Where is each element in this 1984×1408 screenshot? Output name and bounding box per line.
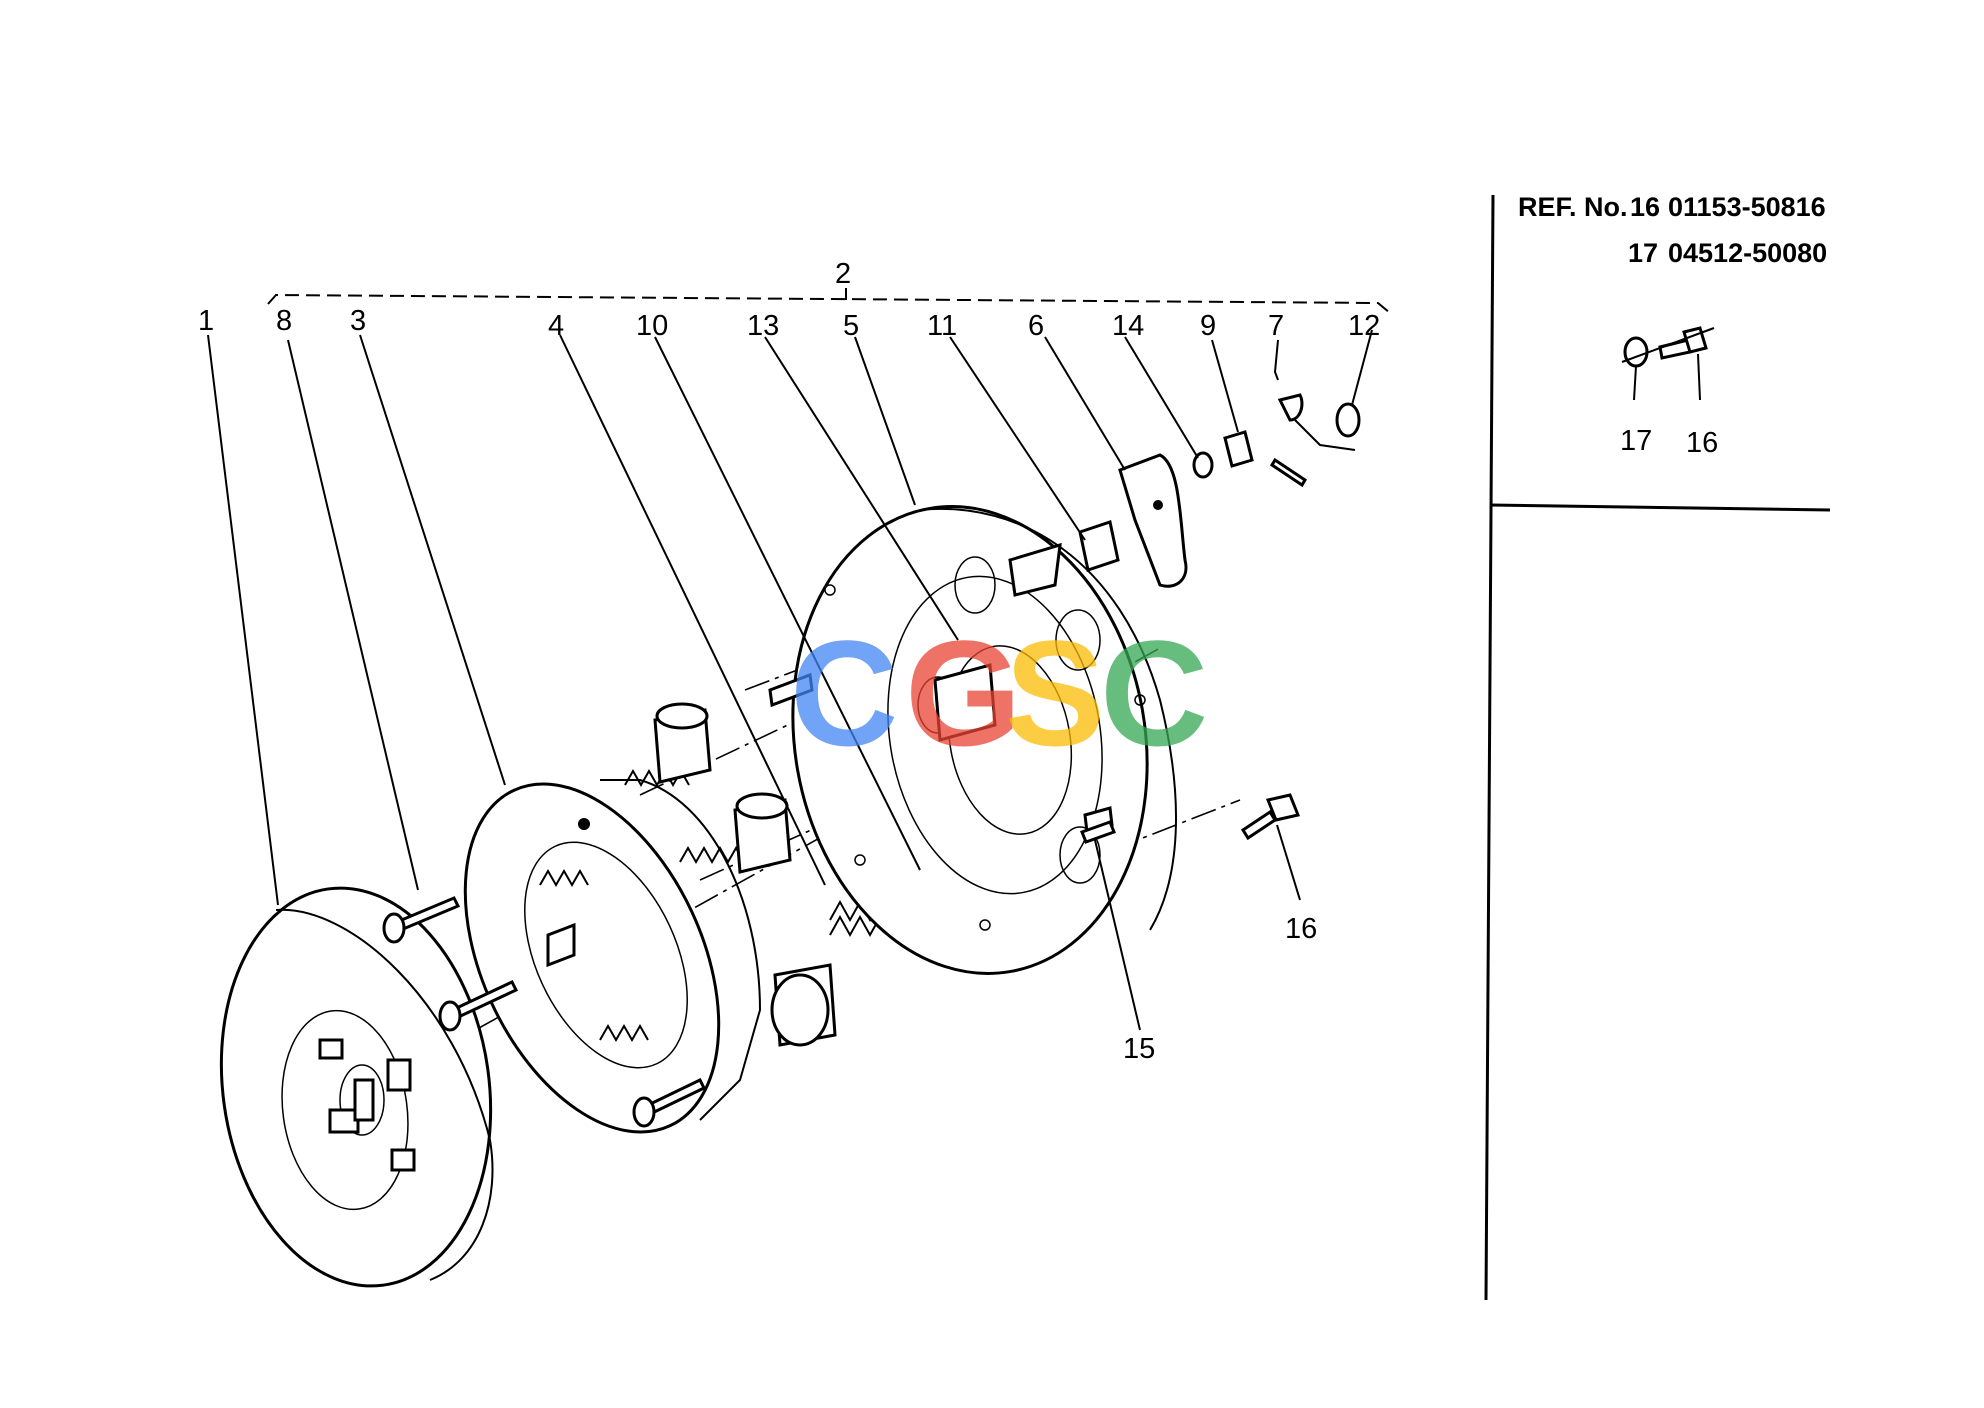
ref-label: REF. No. xyxy=(1518,192,1628,222)
callout-labels: 2 1 8 3 4 10 13 5 11 6 14 9 7 12 16 15 xyxy=(198,258,1380,1065)
callout-5: 5 xyxy=(843,310,859,342)
release-lever xyxy=(1078,453,1188,588)
ref-part-17: 04512-50080 xyxy=(1668,238,1827,268)
bolts xyxy=(382,896,707,1128)
pin-15 xyxy=(1080,820,1116,844)
callout-4: 4 xyxy=(548,310,564,342)
inset-label-17: 17 xyxy=(1620,425,1652,457)
reference-box: REF. No. 16 01153-50816 17 04512-50080 1… xyxy=(1484,192,1831,1301)
assembly-bracket xyxy=(267,288,1391,314)
watermark-letter-g: G xyxy=(905,609,1022,777)
clutch-cover xyxy=(768,505,1178,975)
bolt-16 xyxy=(1240,793,1301,841)
callout-3: 3 xyxy=(350,305,366,337)
watermark-letter-s: S xyxy=(1005,609,1105,777)
watermark-letter-c1: C xyxy=(790,609,898,777)
callout-2: 2 xyxy=(835,258,851,290)
ref-item-17: 17 xyxy=(1628,238,1658,268)
leader-lines xyxy=(207,329,1373,1031)
inset-label-16: 16 xyxy=(1686,427,1718,459)
callout-1: 1 xyxy=(198,305,214,337)
callout-14: 14 xyxy=(1112,310,1144,342)
watermark-letter-c2: C xyxy=(1100,609,1208,777)
callout-9: 9 xyxy=(1200,310,1216,342)
ref-part-16: 01153-50816 xyxy=(1668,192,1826,222)
callout-7: 7 xyxy=(1268,310,1284,342)
callout-8: 8 xyxy=(276,305,292,337)
callout-10: 10 xyxy=(636,310,668,342)
ref-item-16: 16 xyxy=(1630,192,1660,222)
clutch-disc xyxy=(219,886,494,1288)
watermark: C G S C xyxy=(790,609,1208,777)
callout-6: 6 xyxy=(1028,310,1044,342)
small-hardware xyxy=(1192,393,1361,488)
callout-16: 16 xyxy=(1285,913,1317,945)
callout-12: 12 xyxy=(1348,310,1380,342)
pressure-plate xyxy=(463,779,762,1134)
callout-11: 11 xyxy=(927,310,957,342)
callout-15: 15 xyxy=(1123,1033,1155,1065)
callout-13: 13 xyxy=(747,310,779,342)
